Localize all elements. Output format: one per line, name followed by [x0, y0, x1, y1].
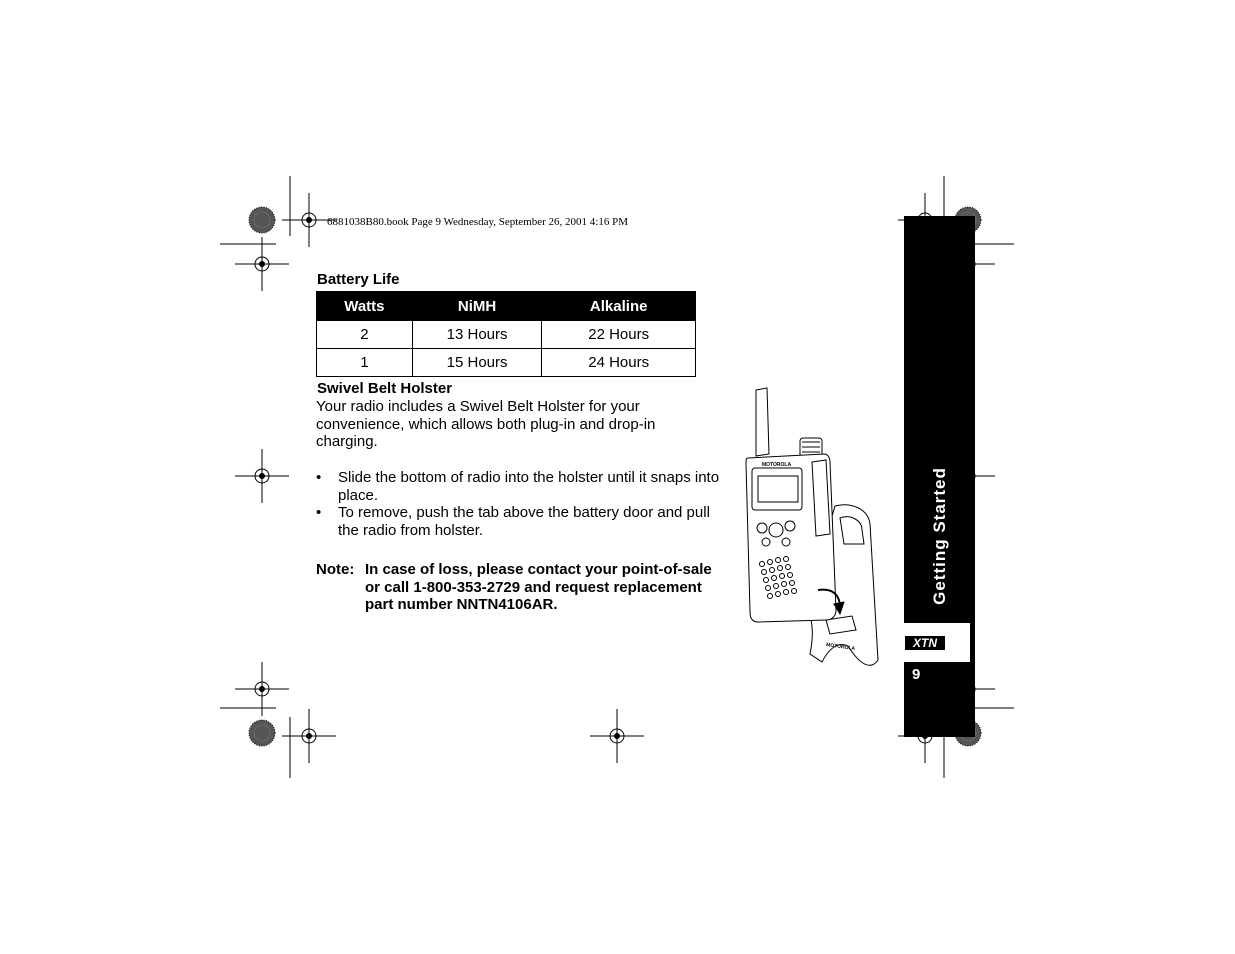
intro-line: charging.	[316, 433, 378, 450]
list-item-text: Slide the bottom of radio into the holst…	[338, 469, 720, 504]
radio-body	[745, 453, 837, 623]
table-row: 2 13 Hours 22 Hours	[316, 320, 696, 349]
page-number: 9	[912, 666, 921, 683]
holster-intro: Your radio includes a Swivel Belt Holste…	[316, 398, 736, 451]
radio-holster-illustration: MOTOROLA MOTOROLA	[745, 387, 879, 666]
note-text: In case of loss, please contact your poi…	[365, 561, 712, 613]
note-label: Note:	[316, 561, 355, 578]
list-item-text: To remove, push the tab above the batter…	[338, 504, 710, 539]
table-row: 1 15 Hours 24 Hours	[316, 348, 696, 377]
holster-instructions: • Slide the bottom of radio into the hol…	[316, 469, 726, 539]
table-cell: 15 Hours	[411, 348, 543, 377]
holster-brand: MOTOROLA	[826, 642, 856, 652]
list-item: • To remove, push the tab above the batt…	[316, 504, 726, 539]
table-cell: 24 Hours	[541, 348, 696, 377]
battery-life-table: Watts NiMH Alkaline 2 13 Hours 22 Hours …	[316, 291, 696, 377]
swivel-holster-heading: Swivel Belt Holster	[317, 380, 453, 397]
table-header-row: Watts NiMH Alkaline	[316, 291, 696, 321]
bullet: •	[316, 504, 322, 521]
battery-life-heading: Battery Life	[317, 271, 400, 288]
column-header-alkaline: Alkaline	[541, 291, 696, 321]
radio-brand: MOTOROLA	[762, 462, 791, 468]
intro-line: convenience, which allows both plug-in a…	[316, 415, 656, 433]
column-header-nimh: NiMH	[411, 291, 543, 321]
bullet: •	[316, 469, 322, 486]
radio-display	[751, 467, 803, 511]
table-cell: 13 Hours	[411, 320, 543, 349]
chapter-title: Getting Started	[930, 467, 949, 605]
intro-line: Your radio includes a Swivel Belt Holste…	[316, 398, 640, 415]
antenna	[755, 387, 770, 457]
column-header-watts: Watts	[316, 291, 413, 321]
table-cell: 1	[316, 348, 413, 377]
table-cell: 22 Hours	[541, 320, 696, 349]
list-item: • Slide the bottom of radio into the hol…	[316, 469, 726, 504]
product-logo: XTN	[905, 636, 945, 650]
table-cell: 2	[316, 320, 413, 349]
speaker-grille	[759, 556, 797, 599]
file-header: 6881038B80.book Page 9 Wednesday, Septem…	[327, 216, 628, 228]
note: Note: In case of loss, please contact yo…	[316, 561, 726, 614]
